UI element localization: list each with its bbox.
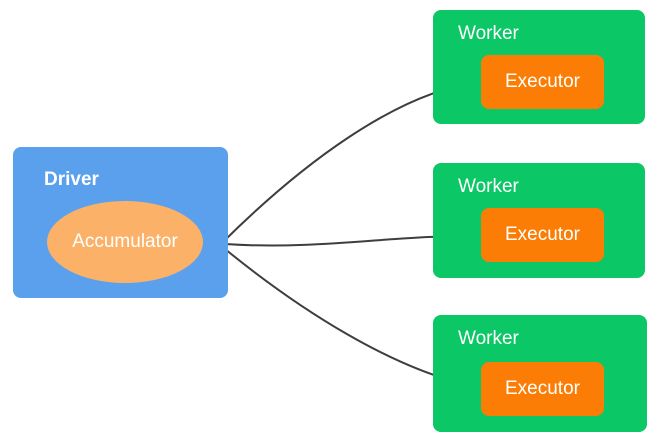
accumulator-ellipse: Accumulator — [47, 201, 203, 283]
executor-node-2: Executor — [481, 208, 604, 262]
executor-node-1: Executor — [481, 55, 604, 109]
worker-2-label: Worker — [458, 176, 519, 197]
worker-3-label: Worker — [458, 328, 519, 349]
driver-label: Driver — [44, 169, 99, 190]
executor-2-label: Executor — [505, 224, 580, 245]
worker-node-1: Worker Executor — [433, 10, 645, 124]
executor-3-label: Executor — [505, 378, 580, 399]
worker-node-3: Worker Executor — [433, 315, 647, 432]
worker-1-label: Worker — [458, 23, 519, 44]
worker-node-2: Worker Executor — [433, 163, 645, 278]
executor-node-3: Executor — [481, 362, 604, 416]
accumulator-label: Accumulator — [72, 231, 178, 252]
driver-node: Driver Accumulator — [13, 147, 228, 298]
executor-1-label: Executor — [505, 71, 580, 92]
